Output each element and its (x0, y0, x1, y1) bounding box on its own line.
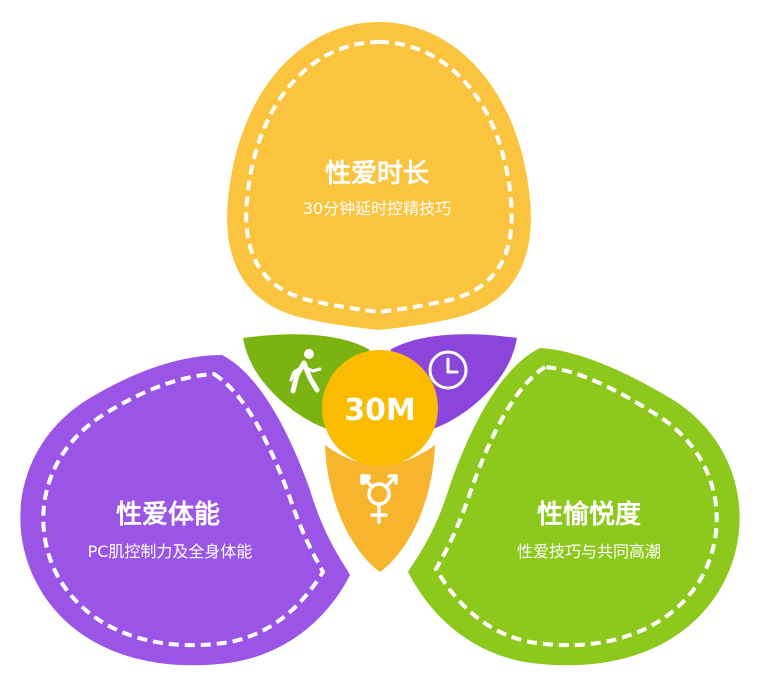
center-core (322, 350, 438, 466)
petal-top-dash (244, 39, 514, 315)
petal-left-title: 性爱体能 (116, 499, 220, 530)
petal-right-subtitle: 性爱技巧与共同高潮 (517, 542, 661, 561)
petal-top-title: 性爱时长 (325, 159, 430, 189)
center-lobe-green (243, 334, 370, 430)
petal-left-shape (20, 355, 350, 666)
petal-right (408, 348, 740, 666)
walking-person-icon (289, 349, 322, 394)
clock-icon (428, 350, 468, 390)
petal-left-subtitle: PC肌控制力及全身体能 (88, 542, 253, 561)
center-label: 30M (344, 393, 416, 428)
petal-top-subtitle: 30分钟延时控精技巧 (303, 199, 451, 218)
center-lobe-purple (390, 334, 517, 430)
petal-left-dash (41, 371, 326, 648)
petal-top-shape (227, 22, 531, 330)
petal-left (20, 355, 350, 666)
petal-top (227, 22, 531, 330)
petal-right-title: 性愉悦度 (537, 499, 641, 530)
transgender-symbol-icon (360, 474, 398, 524)
petal-right-dash (433, 364, 719, 648)
petal-right-shape (408, 348, 740, 666)
